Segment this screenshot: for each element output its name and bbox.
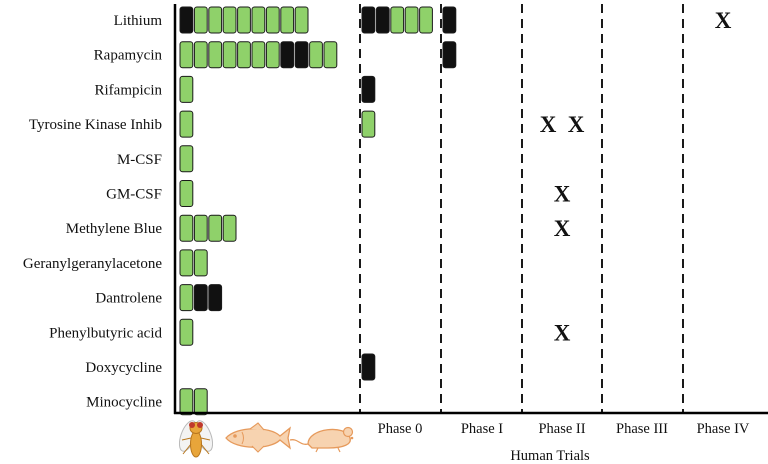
drug-row: Rapamycin — [94, 41, 457, 69]
drug-row: Dantrolene — [95, 284, 223, 312]
preclinical-green-block — [222, 214, 237, 242]
trial-x-mark: X — [540, 112, 557, 137]
preclinical-green-block — [179, 110, 194, 138]
drug-label: Rifampicin — [95, 82, 163, 98]
preclinical-green-block — [179, 388, 194, 416]
drug-label: Phenylbutyric acid — [49, 325, 162, 341]
phase1-black-block — [442, 6, 457, 34]
drug-label: Dantrolene — [95, 291, 162, 307]
drug-row: Minocycline — [86, 388, 208, 416]
drug-row: Methylene Blue X — [66, 214, 571, 242]
phase-separators — [359, 4, 684, 413]
preclinical-green-block — [179, 214, 194, 242]
drug-label: Geranylgeranylacetone — [23, 256, 162, 272]
preclinical-black-block — [294, 41, 309, 69]
drug-label: Rapamycin — [94, 48, 163, 64]
preclinical-green-block — [265, 6, 280, 34]
trial-x-mark: X — [554, 320, 571, 345]
phase-label: Phase III — [616, 421, 668, 437]
preclinical-green-block — [193, 249, 208, 277]
drug-label: Doxycycline — [85, 360, 162, 376]
preclinical-green-block — [208, 214, 223, 242]
preclinical-black-block — [208, 284, 223, 312]
phase0-green-block — [404, 6, 419, 34]
preclinical-green-block — [222, 6, 237, 34]
drug-label: Tyrosine Kinase Inhib — [29, 117, 162, 133]
preclinical-green-block — [208, 41, 223, 69]
preclinical-green-block — [179, 75, 194, 103]
human-trials-label: Human Trials — [510, 448, 590, 464]
phase0-green-block — [361, 110, 376, 138]
preclinical-green-block — [179, 249, 194, 277]
preclinical-green-block — [280, 6, 295, 34]
preclinical-green-block — [179, 145, 194, 173]
drug-label: Lithium — [114, 13, 163, 29]
preclinical-black-block — [280, 41, 295, 69]
drug-label: M-CSF — [117, 152, 162, 168]
drug-row: M-CSF — [117, 145, 194, 173]
drug-label: GM-CSF — [106, 187, 162, 203]
preclinical-green-block — [179, 284, 194, 312]
trial-x-mark: X — [554, 216, 571, 241]
phase0-black-block — [361, 6, 376, 34]
preclinical-green-block — [193, 41, 208, 69]
phase0-black-block — [361, 75, 376, 103]
preclinical-green-block — [237, 6, 251, 34]
drug-row: Phenylbutyric acid X — [49, 318, 571, 346]
drug-row: Geranylgeranylacetone — [23, 249, 208, 277]
zebrafish-icon — [225, 422, 291, 453]
preclinical-green-block — [193, 214, 208, 242]
phase-label: Phase IV — [697, 421, 750, 437]
preclinical-green-block — [179, 41, 194, 69]
preclinical-green-block — [251, 41, 266, 69]
drug-row: Doxycycline — [85, 353, 376, 381]
preclinical-green-block — [193, 6, 208, 34]
preclinical-green-block — [179, 318, 194, 346]
preclinical-green-block — [323, 41, 338, 69]
phase0-green-block — [419, 6, 433, 34]
preclinical-green-block — [222, 41, 237, 69]
phase0-black-block — [361, 353, 376, 381]
preclinical-green-block — [309, 41, 323, 69]
phase-label: Phase II — [538, 421, 585, 437]
preclinical-green-block — [265, 41, 280, 69]
preclinical-green-block — [237, 41, 251, 69]
axes — [173, 4, 768, 415]
phase-labels: Phase 0 Phase I Phase II Phase III Phase IV — [378, 421, 750, 437]
drug-label: Minocycline — [86, 395, 162, 411]
trial-x-mark: X — [554, 182, 571, 207]
phase-label: Phase I — [461, 421, 503, 437]
preclinical-black-block — [193, 284, 208, 312]
preclinical-green-block — [208, 6, 223, 34]
fruit-fly-icon — [178, 420, 214, 458]
trial-x-mark: X — [568, 112, 585, 137]
preclinical-green-block — [179, 180, 194, 207]
trial-x-mark: X — [715, 8, 732, 33]
preclinical-black-block — [179, 6, 194, 34]
phase1-black-block — [442, 41, 457, 69]
drug-row: GM-CSF X — [106, 180, 571, 207]
model-organisms — [178, 420, 354, 458]
phase-label: Phase 0 — [378, 421, 423, 437]
drug-row: Rifampicin — [95, 75, 376, 103]
preclinical-green-block — [294, 6, 309, 34]
preclinical-green-block — [251, 6, 266, 34]
mouse-icon — [289, 426, 354, 453]
drug-label: Methylene Blue — [66, 221, 163, 237]
preclinical-green-block — [193, 388, 208, 416]
phase0-black-block — [375, 6, 390, 34]
drug-row: Lithium X — [114, 6, 732, 34]
phase0-green-block — [390, 6, 405, 34]
